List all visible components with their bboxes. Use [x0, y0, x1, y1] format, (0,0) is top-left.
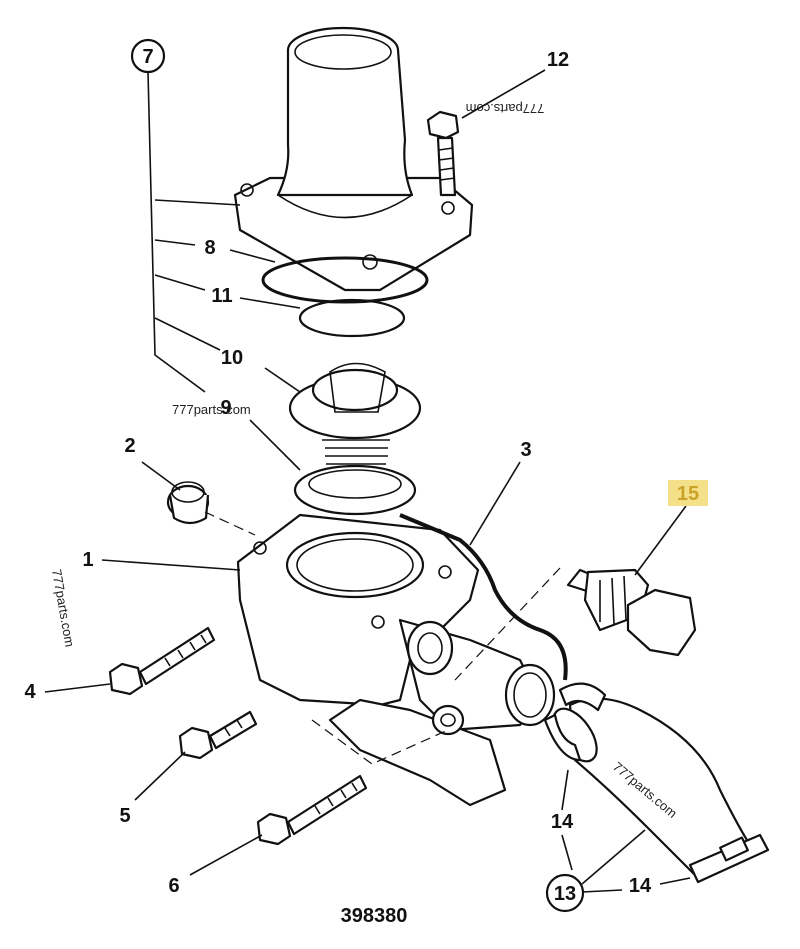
wire-3 [399, 513, 568, 681]
callout-10: 10 [221, 347, 243, 369]
bolt-6 [256, 774, 368, 846]
bolt-5 [178, 710, 258, 760]
assembly-line-bolts [311, 719, 449, 765]
plug-2 [166, 481, 210, 525]
callout-14-lower: 14 [629, 875, 652, 897]
callout-13-circle [545, 873, 585, 913]
callout-12: 12 [547, 49, 569, 71]
watermark-middle: 777parts.com [172, 402, 251, 417]
o-ring-8 [261, 256, 429, 304]
callout-5: 5 [119, 805, 130, 827]
callout-14-upper: 14 [551, 811, 574, 833]
hose-clip-14-upper [543, 682, 607, 762]
callout-9: 9 [220, 397, 231, 419]
seal-9 [293, 464, 417, 516]
callout-1: 1 [82, 549, 93, 571]
callout-15: 15 [677, 483, 699, 505]
callout-4: 4 [24, 681, 36, 703]
callout-11: 11 [211, 285, 232, 307]
assembly-line-plug [204, 511, 256, 536]
hose-13 [552, 697, 754, 882]
callout-8: 8 [204, 237, 215, 259]
drawing-number: 398380 [341, 905, 408, 927]
outlet-housing [233, 26, 474, 292]
callout-6: 6 [168, 875, 179, 897]
callout-15-highlight [668, 480, 708, 506]
bolt-12 [426, 110, 460, 197]
callout-7: 7 [142, 46, 153, 68]
callout-7-circle [130, 38, 166, 74]
thermostat-10 [288, 362, 422, 465]
callout-2: 2 [124, 435, 135, 457]
callout-13: 13 [554, 883, 576, 905]
assembly-line-sensor [454, 567, 561, 681]
housing-1 [236, 513, 556, 807]
watermark-left: 777parts.com [49, 568, 77, 648]
sensor-15 [566, 568, 697, 657]
bolt-4 [108, 626, 216, 696]
hose-clip-14-lower [688, 833, 770, 884]
leader-lines [44, 69, 691, 893]
gasket-11 [298, 298, 406, 338]
watermark-top: 777parts.com [466, 101, 545, 116]
callout-3: 3 [520, 439, 531, 461]
